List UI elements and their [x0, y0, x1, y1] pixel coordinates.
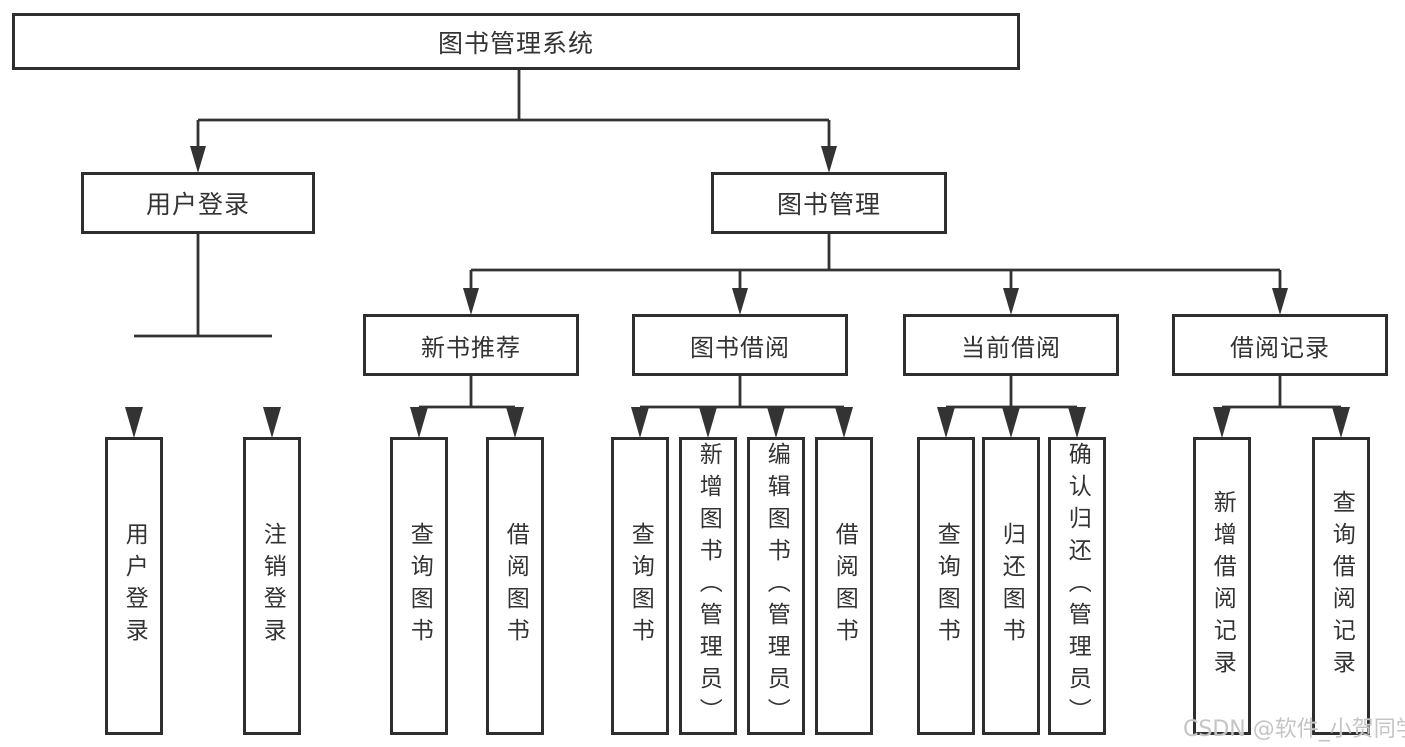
arrow-icon: [190, 146, 206, 173]
node-label: 查询图书: [933, 522, 960, 650]
arrow-icon: [263, 407, 281, 438]
node-library-system: 图书管理系统: [12, 13, 1020, 70]
node-book-management: 图书管理: [711, 172, 947, 234]
connector-userlogin-split: [134, 234, 272, 338]
node-label: 注销登录: [259, 522, 286, 650]
node-label: 新增图书（管理员）: [695, 442, 722, 730]
node-leaf-user-login: 用户登录: [105, 437, 163, 735]
arrow-icon: [1332, 407, 1350, 438]
node-label: 图书借阅: [690, 333, 790, 362]
node-leaf-query-books-1: 查询图书: [390, 437, 448, 735]
node-leaf-query-books-2: 查询图书: [611, 437, 669, 735]
connector-newbook-split: [419, 376, 515, 409]
arrow-icon: [835, 407, 853, 438]
node-leaf-edit-books-admin: 编辑图书（管理员）: [747, 437, 805, 735]
arrow-icon: [767, 407, 785, 438]
node-borrow-records: 借阅记录: [1172, 314, 1388, 376]
node-label: 归还图书: [998, 522, 1025, 650]
node-label: 新增借阅记录: [1209, 490, 1236, 682]
connector-borrow-split: [640, 376, 844, 409]
node-label: 图书管理系统: [437, 28, 594, 58]
arrow-icon: [937, 407, 955, 438]
node-leaf-confirm-return-admin: 确认归还（管理员）: [1048, 437, 1106, 735]
arrow-icon: [699, 407, 717, 438]
node-label: 编辑图书（管理员）: [763, 442, 790, 730]
connector-current-split: [946, 376, 1077, 409]
node-label: 借阅图书: [502, 522, 529, 650]
watermark: CSDN @软件_小贺同学: [1183, 717, 1405, 742]
node-label: 用户登录: [121, 522, 148, 650]
node-label: 新书推荐: [421, 333, 521, 362]
arrow-icon: [125, 407, 143, 438]
node-label: 确认归还（管理员）: [1064, 442, 1091, 730]
node-label: 用户登录: [145, 190, 250, 219]
node-label: 查询图书: [627, 522, 654, 650]
node-book-borrow: 图书借阅: [632, 314, 848, 376]
node-leaf-query-books-3: 查询图书: [917, 437, 975, 735]
arrow-icon: [1003, 288, 1019, 315]
node-label: 查询借阅记录: [1328, 490, 1355, 682]
arrow-icon: [631, 407, 649, 438]
arrow-icon: [1068, 407, 1086, 438]
node-leaf-borrow-books-1: 借阅图书: [486, 437, 544, 735]
arrow-icon: [410, 407, 428, 438]
node-leaf-add-books-admin: 新增图书（管理员）: [679, 437, 737, 735]
arrow-icon: [463, 288, 479, 315]
node-leaf-add-borrow-record: 新增借阅记录: [1193, 437, 1251, 735]
node-leaf-query-borrow-record: 查询借阅记录: [1312, 437, 1370, 735]
node-leaf-logout: 注销登录: [243, 437, 301, 735]
connector-root-split: [196, 68, 831, 150]
connector-bookmgmt-split: [469, 234, 1282, 292]
node-leaf-return-books: 归还图书: [982, 437, 1040, 735]
node-label: 图书管理: [776, 190, 881, 219]
node-leaf-borrow-books-2: 借阅图书: [815, 437, 873, 735]
node-user-login: 用户登录: [81, 172, 315, 234]
arrow-icon: [821, 146, 837, 173]
arrow-icon: [1272, 288, 1288, 315]
node-label: 查询图书: [406, 522, 433, 650]
node-current-borrow: 当前借阅: [903, 314, 1119, 376]
node-label: 借阅图书: [831, 522, 858, 650]
arrow-icon: [732, 288, 748, 315]
arrow-icon: [1213, 407, 1231, 438]
arrow-icon: [506, 407, 524, 438]
arrow-icon: [1002, 407, 1020, 438]
node-label: 借阅记录: [1230, 333, 1330, 362]
connector-records-split: [1222, 376, 1341, 409]
node-label: 当前借阅: [961, 333, 1061, 362]
node-new-book-recommend: 新书推荐: [363, 314, 579, 376]
